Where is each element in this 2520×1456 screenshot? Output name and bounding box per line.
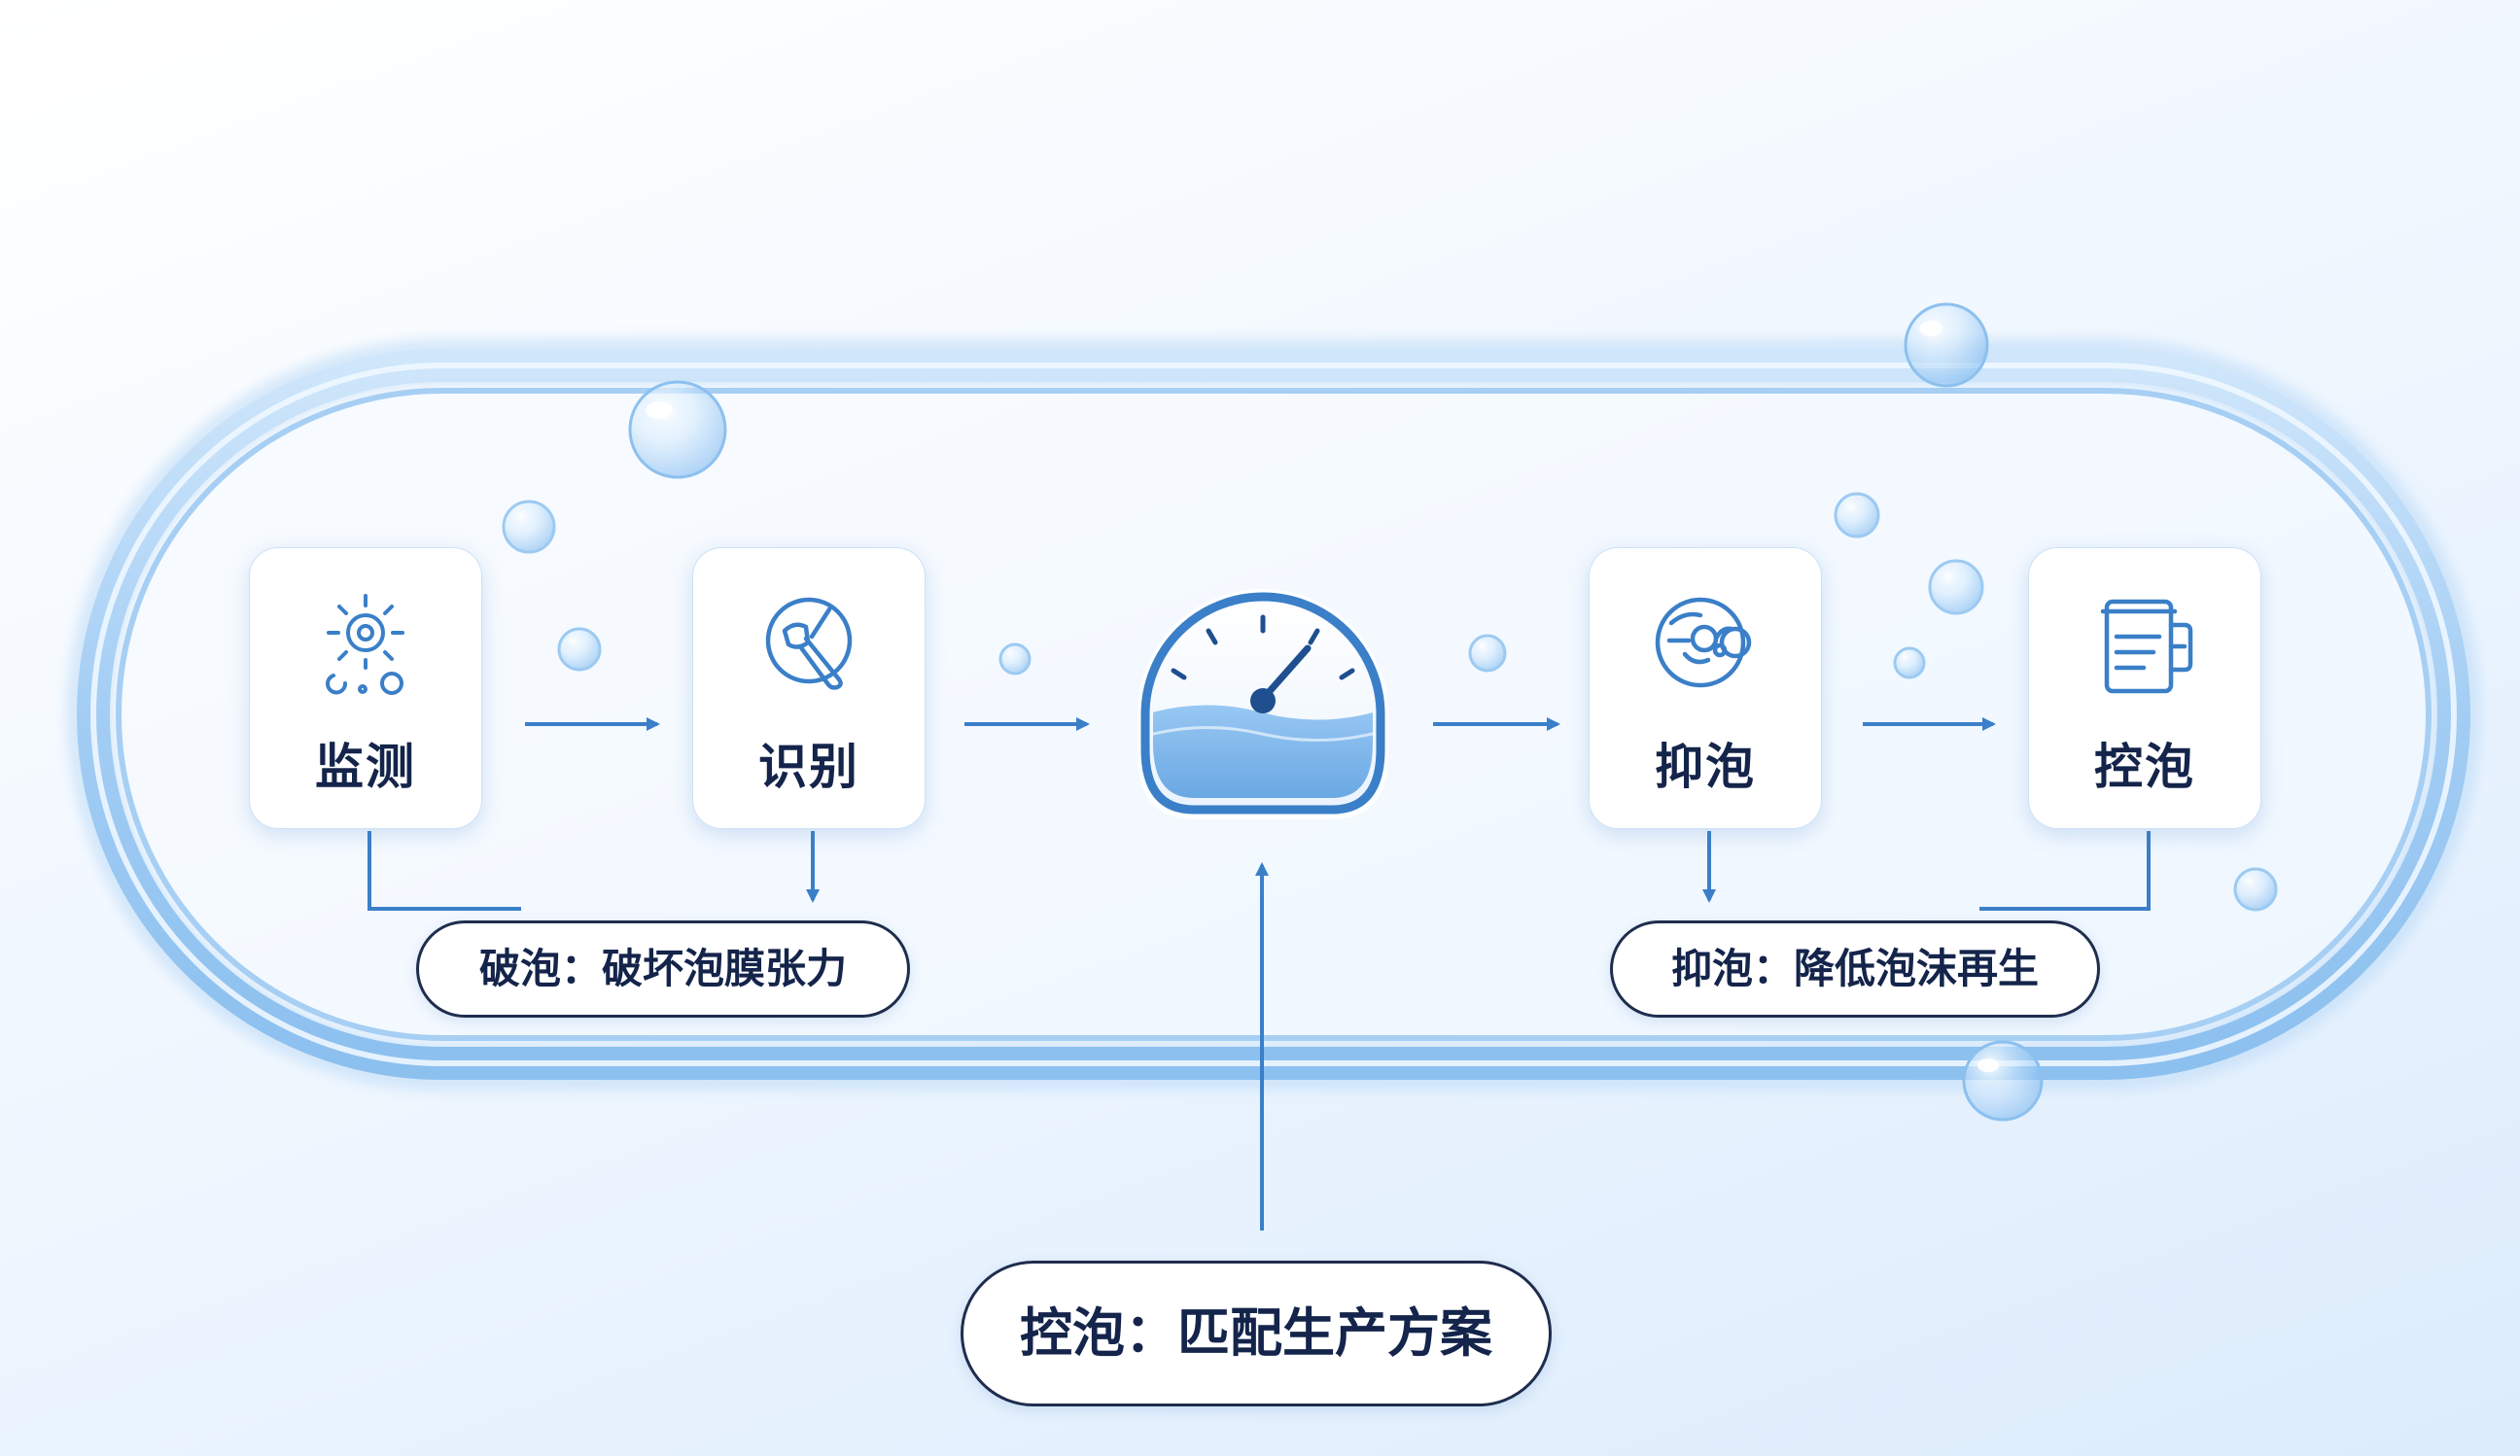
step-card-identify[interactable]: 识别 [692, 547, 926, 829]
step-label-identify: 识别 [758, 739, 859, 795]
bubble-icon [557, 627, 602, 672]
bubble-icon [628, 380, 727, 479]
bubble-icon [2233, 867, 2278, 912]
callout-suppress-foam: 抑泡：降低泡沫再生 [1610, 920, 2100, 1018]
sun-bubbles-icon [302, 582, 429, 709]
gauge-icon [1138, 589, 1388, 819]
step-label-monitor: 监测 [315, 739, 416, 795]
bubble-icon [1834, 492, 1880, 538]
bubble-icon [1962, 1040, 2044, 1122]
connector-control [1979, 831, 2151, 911]
bubble-icon [1893, 646, 1926, 679]
decorative-bubbles [502, 302, 2278, 1122]
bubble-icon [1928, 559, 1984, 615]
step-card-monitor[interactable]: 监测 [249, 547, 482, 829]
document-container-icon [2082, 582, 2208, 709]
step-label-control: 控泡 [2094, 739, 2195, 795]
bubble-icon [502, 500, 556, 554]
center-gauge[interactable] [1126, 569, 1400, 833]
bubble-icon [998, 642, 1032, 676]
magnifier-icon [746, 582, 872, 709]
step-card-suppress[interactable]: 抑泡 [1589, 547, 1822, 829]
callout-control-foam: 控泡：匹配生产方案 [961, 1261, 1552, 1406]
callout-connectors [368, 831, 2151, 1231]
connector-monitor [368, 831, 521, 911]
callout-break-foam: 破泡：破坏泡膜张力 [416, 920, 910, 1018]
bubble-icon [1904, 302, 1989, 388]
step-label-suppress: 抑泡 [1655, 739, 1756, 795]
bubble-loop-icon [1642, 582, 1768, 709]
step-card-control[interactable]: 控泡 [2028, 547, 2261, 829]
bubble-icon [1468, 634, 1507, 673]
